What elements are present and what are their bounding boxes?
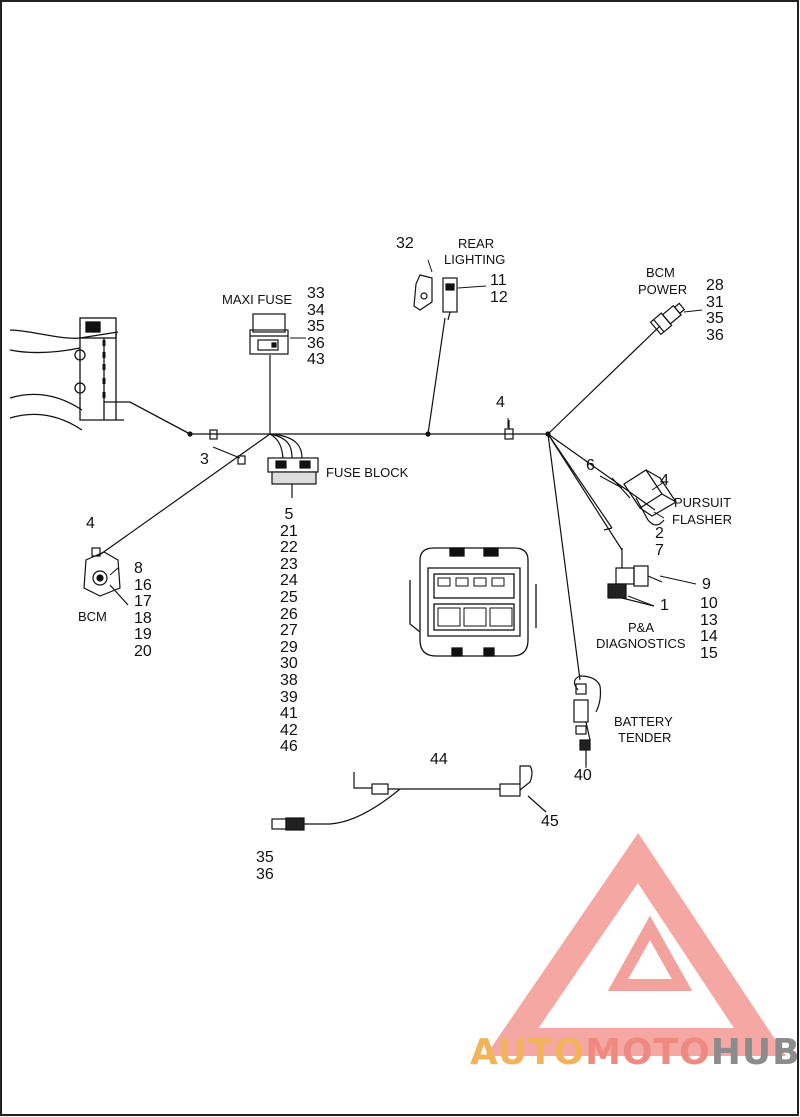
main-harness-trunk	[97, 317, 661, 681]
callout-number: 35	[706, 310, 724, 328]
fuse-block-label: FUSE BLOCK	[326, 465, 409, 480]
callout-number: 17	[134, 593, 152, 611]
bcm-power-connector-icon	[649, 302, 686, 336]
pursuit-flasher-label: PURSUIT	[674, 495, 732, 510]
callout-number: 41	[280, 705, 298, 723]
bcm-power-label: POWER	[638, 282, 688, 297]
callout-number: 31	[706, 293, 724, 311]
callout-number: 46	[280, 738, 298, 756]
callout-number: 4	[86, 515, 95, 532]
callout-number: 25	[280, 588, 298, 606]
bcm-callouts: 8 16 17 18 19 20	[134, 560, 152, 661]
callout-number: 40	[574, 767, 592, 784]
battery-tender-connector-icon	[573, 675, 602, 766]
fuse-block-icon	[267, 457, 319, 498]
watermark-text: AUTOMOTOHUB	[470, 1035, 800, 1071]
rear-lighting-label: REAR	[458, 236, 495, 251]
watermark-hub: HUB	[710, 1032, 800, 1073]
callout-number: 28	[706, 277, 724, 294]
callout-number: 6	[586, 457, 595, 474]
clip-icon	[209, 429, 246, 465]
callout-number: 34	[307, 301, 325, 319]
auxiliary-harness	[271, 765, 547, 831]
callout-number: 21	[280, 522, 298, 540]
watermark-auto: AUTO	[470, 1032, 586, 1073]
callout-number: 35	[256, 849, 274, 866]
callout-number: 10	[700, 595, 718, 612]
callout-number: 5	[284, 506, 294, 523]
callout-number: 36	[256, 865, 274, 883]
callout-number: 36	[706, 326, 724, 344]
callout-number: 11	[490, 272, 507, 289]
callout-number: 24	[280, 572, 298, 590]
callout-number: 1	[660, 597, 669, 614]
pa-diagnostics-callouts: 10 13 14 15	[700, 595, 718, 662]
clip-icon	[504, 420, 514, 440]
callout-number: 35	[307, 318, 325, 336]
bottom-harness-callouts: 35 36	[256, 849, 274, 883]
callout-number: 45	[541, 813, 559, 830]
pursuit-flasher-callouts: 2 7	[655, 525, 664, 559]
pa-diagnostics-connector-icon	[607, 548, 663, 607]
callout-number: 26	[280, 605, 298, 623]
bcm-label: BCM	[78, 609, 107, 624]
callout-number: 32	[396, 235, 414, 252]
maxi-fuse-callouts: 33 34 35 36 43	[307, 285, 325, 369]
maxi-fuse-connector-icon	[249, 313, 289, 355]
callout-number: 18	[134, 609, 152, 627]
callout-number: 4	[496, 394, 505, 411]
callout-number: 42	[280, 721, 298, 739]
pa-diagnostics-label: P&A	[628, 620, 655, 635]
callout-number: 8	[134, 560, 143, 577]
callout-number: 33	[307, 285, 325, 302]
callout-number: 30	[280, 655, 298, 673]
callout-number: 23	[280, 555, 298, 573]
callout-number: 29	[280, 638, 298, 656]
callout-number: 2	[655, 525, 664, 542]
bcm-power-callouts: 28 31 35 36	[706, 277, 724, 344]
bcm-power-label: BCM	[646, 265, 675, 280]
callout-number: 20	[134, 642, 152, 660]
main-connector-detail-icon	[409, 547, 537, 657]
callout-number: 39	[280, 688, 298, 706]
rear-lighting-label: LIGHTING	[444, 252, 506, 267]
pursuit-flasher-label: FLASHER	[672, 512, 732, 527]
callout-number: 19	[134, 626, 152, 644]
callout-number: 16	[134, 576, 152, 594]
leader-lines	[109, 259, 703, 768]
callout-number: 43	[307, 351, 325, 369]
battery-tender-label: TENDER	[618, 730, 672, 745]
callout-number: 12	[490, 288, 508, 306]
callout-number: 4	[660, 472, 669, 489]
pa-diagnostics-label: DIAGNOSTICS	[596, 636, 686, 651]
watermark-moto: MOTO	[585, 1032, 711, 1073]
callout-number: 15	[700, 644, 718, 662]
callout-number: 14	[700, 628, 718, 646]
bcm-module-icon	[83, 547, 129, 606]
watermark-logo-icon	[485, 832, 787, 1056]
callout-number: 9	[702, 576, 711, 593]
callout-number: 7	[655, 541, 664, 559]
rear-lighting-callouts: 11 12	[490, 272, 508, 306]
callout-number: 44	[430, 751, 448, 768]
callout-number: 38	[280, 671, 298, 689]
callout-number: 13	[700, 611, 718, 629]
callout-number: 22	[280, 539, 298, 557]
fuse-block-callouts: 5 21 22 23 24 25 26 27 29 30 38 39 41 42…	[280, 506, 298, 756]
callout-number: 3	[200, 451, 209, 468]
frame-bracket	[9, 317, 191, 435]
battery-tender-label: BATTERY	[614, 714, 673, 729]
callout-number: 36	[307, 334, 325, 352]
callout-number: 27	[280, 622, 298, 640]
maxi-fuse-label: MAXI FUSE	[222, 292, 293, 307]
rear-lighting-connector-icon	[413, 274, 458, 321]
